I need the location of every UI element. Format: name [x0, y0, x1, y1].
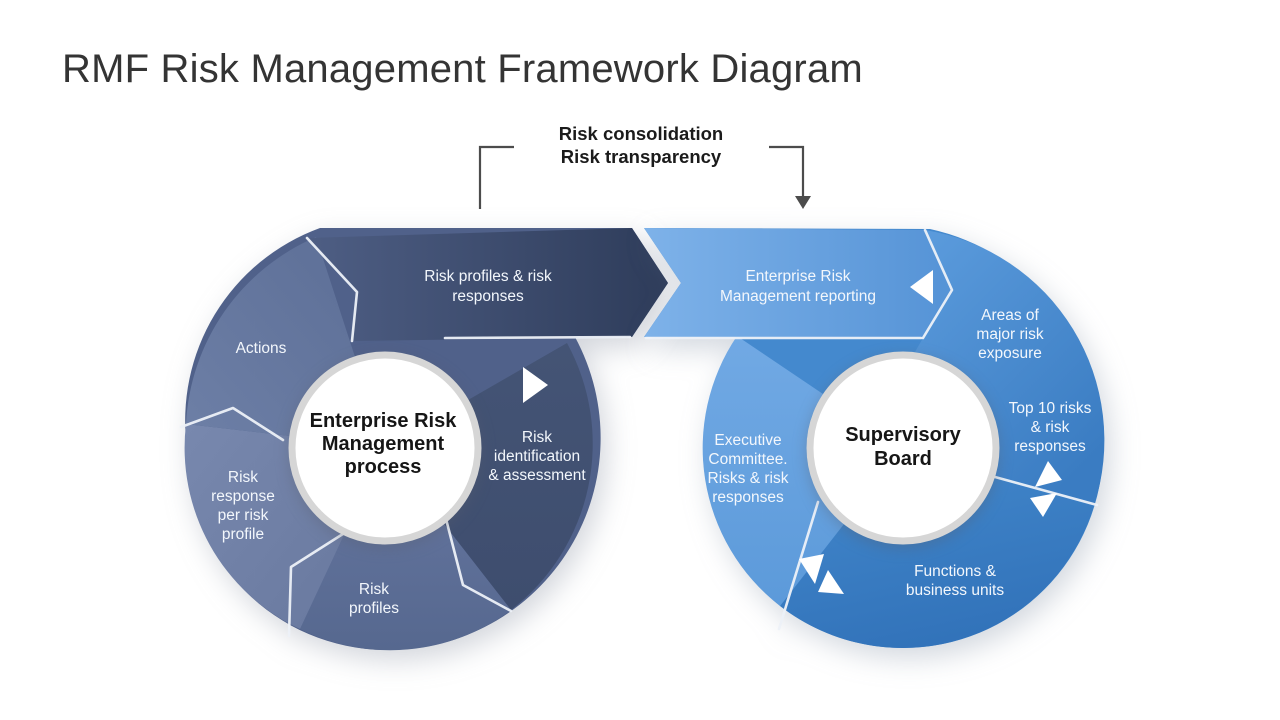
label-risk-profiles-2: profiles: [349, 600, 399, 617]
annotation-line-2: Risk transparency: [561, 146, 722, 167]
right-hub: Supervisory Board: [806, 351, 1000, 545]
divider-functions-executive: [777, 500, 820, 631]
divider-response-actions: [179, 406, 285, 442]
left-band-label-2: responses: [452, 288, 524, 305]
label-executive-2: Committee.: [708, 451, 787, 468]
left-hub-line-2: Management: [322, 433, 445, 455]
segment-actions: [186, 237, 355, 436]
right-hub-line-1: Supervisory: [845, 424, 961, 446]
divider-top10-functions: [993, 475, 1099, 507]
label-top10-2: & risk: [1031, 419, 1070, 436]
right-band-label-1: Enterprise Risk: [745, 268, 850, 285]
segment-risk-profiles: [300, 524, 511, 651]
triangle-right-icon: [818, 570, 844, 594]
left-hub-line-1: Enterprise Risk: [310, 410, 458, 432]
label-executive-1: Executive: [714, 432, 781, 449]
segment-areas-top10: [915, 230, 1105, 506]
divider-actions-band: [305, 236, 359, 343]
divider-profiles-response: [287, 530, 348, 638]
left-band-label-1: Risk profiles & risk: [424, 268, 552, 285]
label-areas-1: Areas of: [981, 307, 1039, 324]
annotation-line-1: Risk consolidation: [559, 123, 723, 144]
label-functions-2: business units: [906, 582, 1004, 599]
left-bracket-line: [478, 145, 514, 209]
right-hub-line-2: Board: [874, 448, 932, 470]
chevron-left-icon: [910, 270, 933, 304]
left-cycle-labels: Risk profiles & risk responses Actions R…: [211, 268, 586, 617]
label-top10-3: responses: [1014, 438, 1086, 455]
label-risk-profiles-1: Risk: [359, 581, 389, 598]
triangle-up-icon: [1035, 461, 1062, 487]
segment-executive: [702, 336, 844, 606]
triangle-down-icon: [1030, 493, 1057, 517]
label-actions: Actions: [236, 340, 287, 357]
right-cycle-labels: Enterprise Risk Management reporting Are…: [708, 268, 1092, 599]
risk-consolidation-annotation: Risk consolidation Risk transparency: [478, 123, 811, 209]
band-erm-reporting: [644, 228, 952, 338]
segment-functions: [780, 476, 1094, 648]
left-hub-line-3: process: [345, 456, 422, 478]
divider-band-areas: [921, 228, 954, 340]
label-risk-response-3: per risk: [218, 507, 269, 524]
band-risk-profiles-responses: [307, 228, 668, 341]
chevron-right-icon: [523, 367, 548, 403]
label-risk-identification-2: identification: [494, 448, 580, 465]
label-areas-2: major risk: [976, 326, 1043, 343]
page-title: RMF Risk Management Framework Diagram: [62, 47, 863, 91]
divider-band-identification: [443, 335, 632, 340]
label-risk-response-4: profile: [222, 526, 264, 543]
segment-risk-response: [184, 424, 344, 629]
divider-identification-profiles: [444, 517, 513, 613]
label-functions-1: Functions &: [914, 563, 997, 580]
segment-risk-identification: [444, 343, 593, 610]
label-risk-identification-3: & assessment: [488, 467, 586, 484]
label-risk-identification-1: Risk: [522, 429, 552, 446]
label-executive-4: responses: [712, 489, 784, 506]
label-executive-3: Risks & risk: [708, 470, 789, 487]
left-hub: Enterprise Risk Management process: [288, 351, 482, 545]
label-risk-response-1: Risk: [228, 469, 258, 486]
right-band-label-2: Management reporting: [720, 288, 876, 305]
triangle-down-left-icon: [799, 554, 824, 584]
down-arrowhead-icon: [795, 196, 811, 209]
right-bracket-line: [769, 145, 805, 197]
label-risk-response-2: response: [211, 488, 275, 505]
label-areas-3: exposure: [978, 345, 1042, 362]
label-top10-1: Top 10 risks: [1009, 400, 1092, 417]
